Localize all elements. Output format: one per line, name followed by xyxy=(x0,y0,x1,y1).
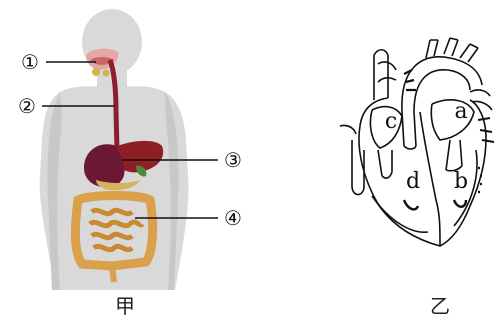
chamber-a: a xyxy=(454,99,467,124)
human-body-figure xyxy=(40,9,189,290)
aortic-arch xyxy=(402,57,482,112)
septum xyxy=(420,112,440,246)
pulmonary-artery-right xyxy=(470,90,492,110)
superior-vena-cava xyxy=(374,50,388,100)
aortic-root xyxy=(402,112,416,149)
papillary-muscle-right xyxy=(404,200,418,209)
label-3: ③ xyxy=(224,148,242,172)
tricuspid-valve xyxy=(378,150,392,178)
pulmonary-artery-left xyxy=(378,62,396,82)
chamber-b: b xyxy=(454,169,468,194)
arch-branch-3 xyxy=(460,44,478,62)
salivary-gland xyxy=(92,68,100,76)
mitral-valve xyxy=(446,140,462,171)
chamber-d: d xyxy=(406,169,420,194)
rectum xyxy=(112,266,114,282)
arch-branch-2 xyxy=(444,38,458,56)
figure-right-caption: 乙 xyxy=(430,296,450,316)
salivary-gland-2 xyxy=(103,70,110,77)
chamber-c: c xyxy=(385,109,397,134)
label-2: ② xyxy=(18,94,36,118)
arch-branch-1 xyxy=(426,40,438,58)
left-atrium-inner xyxy=(431,100,474,140)
figure-left-caption: 甲 xyxy=(115,296,135,316)
label-4: ④ xyxy=(224,206,242,230)
label-1: ① xyxy=(21,50,39,74)
heart-figure xyxy=(340,38,494,246)
papillary-muscle-left xyxy=(454,200,466,207)
